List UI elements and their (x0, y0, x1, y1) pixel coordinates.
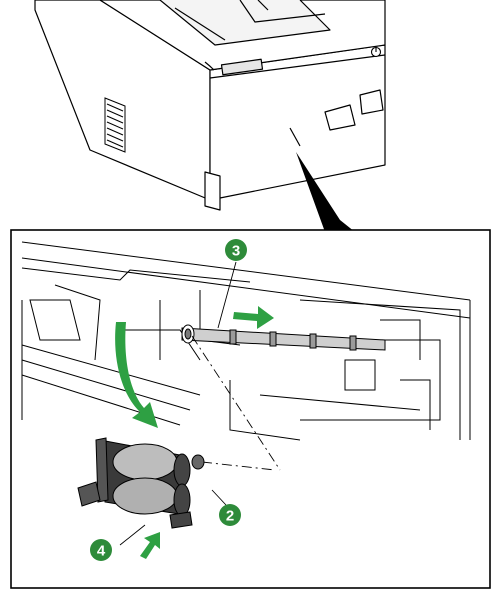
curved-down-arrow (115, 322, 158, 428)
roller-shaft (181, 324, 386, 351)
zoom-pointer (296, 152, 355, 232)
arrows (115, 306, 274, 559)
pickup-roller-part (77, 437, 205, 529)
callout-3: 3 (225, 239, 247, 261)
callout-4-label: 4 (97, 543, 106, 560)
callout-2-label: 2 (226, 508, 234, 525)
power-icon (370, 46, 382, 58)
callout-3-label: 3 (232, 243, 240, 260)
callout-2: 2 (219, 504, 241, 526)
callout-4: 4 (90, 539, 112, 561)
detail-frame (10, 229, 491, 589)
printer-body (34, 0, 386, 211)
push-arrow (140, 532, 160, 559)
vent-grille (104, 97, 126, 153)
alignment-lines (119, 261, 281, 546)
internal-frame (21, 241, 471, 441)
right-arrow (233, 306, 274, 329)
